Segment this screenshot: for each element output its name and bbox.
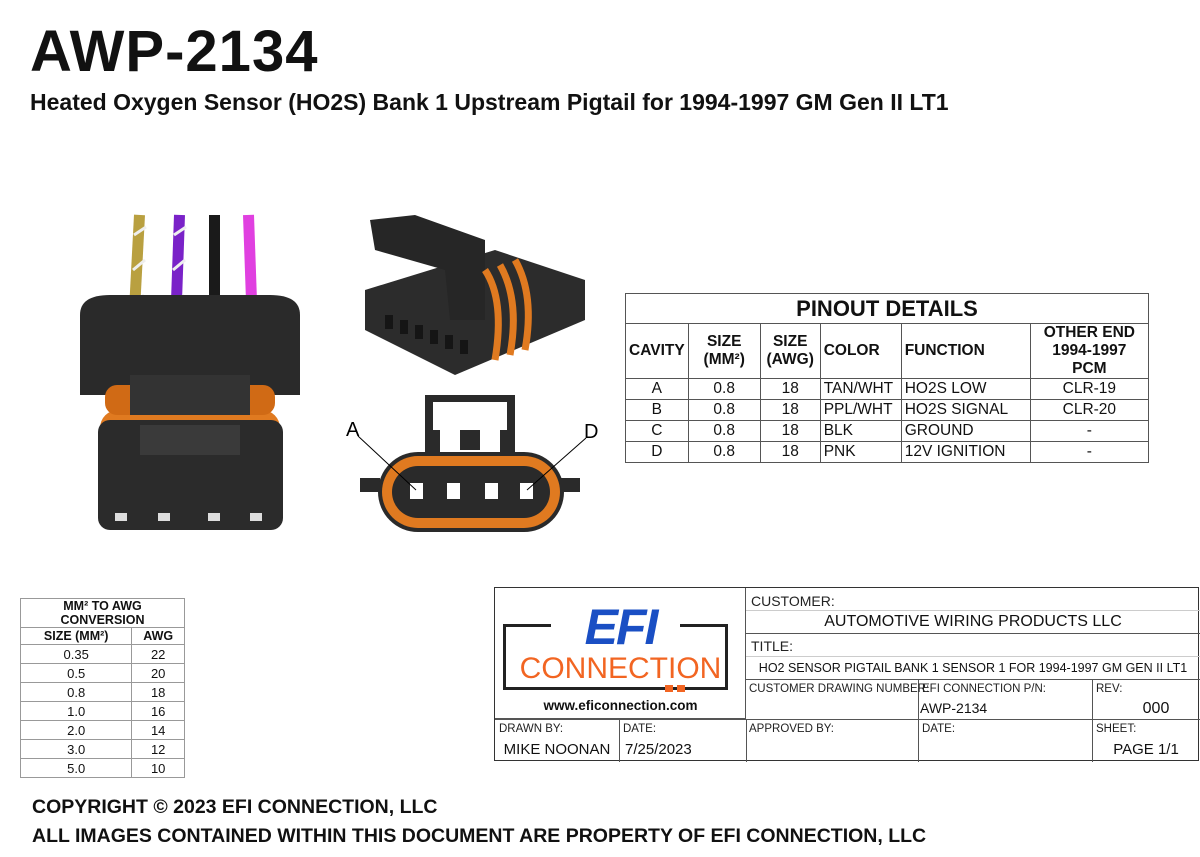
connector-face-image: A D xyxy=(346,395,598,532)
approval-date-label: DATE: xyxy=(922,723,956,735)
subtitle: Heated Oxygen Sensor (HO2S) Bank 1 Upstr… xyxy=(30,89,949,115)
cell: 18 xyxy=(131,682,185,702)
cell: PPL/WHT xyxy=(819,399,902,421)
copyright-line: COPYRIGHT © 2023 EFI CONNECTION, LLC xyxy=(32,796,438,818)
cell: 3.0 xyxy=(19,739,133,759)
part-number-title: AWP-2134 xyxy=(30,19,319,84)
customer-drawing-label: CUSTOMER DRAWING NUMBER: xyxy=(749,683,930,695)
cell: 18 xyxy=(759,399,821,421)
cell: 1.0 xyxy=(19,701,133,721)
cell: - xyxy=(1029,420,1150,442)
rev-label: REV: xyxy=(1096,683,1123,695)
col-other-end: OTHER END 1994-1997 PCM xyxy=(1029,323,1150,379)
property-notice: ALL IMAGES CONTAINED WITHIN THIS DOCUMEN… xyxy=(32,825,927,847)
cell: 10 xyxy=(131,758,185,778)
connector-front-image xyxy=(80,214,300,530)
logo-area: EFI CONNECTION www.eficonnection.com xyxy=(495,588,746,719)
title-value: HO2 SENSOR PIGTAIL BANK 1 SENSOR 1 FOR 1… xyxy=(758,661,1188,675)
cell: 0.8 xyxy=(687,420,761,442)
pn-value: AWP-2134 xyxy=(920,700,988,716)
cell: 20 xyxy=(131,663,185,683)
cell: 18 xyxy=(759,441,821,463)
cell: 12 xyxy=(131,739,185,759)
cell: 16 xyxy=(131,701,185,721)
cell: 0.8 xyxy=(19,682,133,702)
cell: 12V IGNITION xyxy=(900,441,1031,463)
col-size-mm: SIZE (MM²) xyxy=(687,323,761,379)
cell: HO2S SIGNAL xyxy=(900,399,1031,421)
cell: PNK xyxy=(819,441,902,463)
cell: 22 xyxy=(131,644,185,664)
cell: 14 xyxy=(131,720,185,740)
col-size: SIZE (MM²) xyxy=(19,627,133,645)
col-awg: AWG xyxy=(131,627,185,645)
cell: 0.5 xyxy=(19,663,133,683)
title-label: TITLE: xyxy=(751,638,794,654)
drawn-by-label: DRAWN BY: xyxy=(499,723,564,735)
col-color: COLOR xyxy=(819,323,902,379)
approved-by-label: APPROVED BY: xyxy=(749,723,835,735)
cell: CLR-20 xyxy=(1029,399,1150,421)
cell: 0.8 xyxy=(687,378,761,400)
logo-efi: EFI xyxy=(584,599,659,655)
cell: 18 xyxy=(759,378,821,400)
customer-label: CUSTOMER: xyxy=(751,593,835,609)
sheet-value: PAGE 1/1 xyxy=(1113,741,1179,758)
customer-value: AUTOMOTIVE WIRING PRODUCTS LLC xyxy=(824,613,1122,630)
cell: D xyxy=(625,441,689,463)
pinout-header-row: CAVITY SIZE (MM²) SIZE (AWG) COLOR FUNCT… xyxy=(625,323,1150,379)
logo-connection: CONNECTION xyxy=(519,652,722,685)
conversion-title: MM² TO AWG CONVERSION xyxy=(20,598,185,628)
connector-iso-image xyxy=(365,215,585,375)
cavity-label-d: D xyxy=(584,421,598,443)
footer: COPYRIGHT © 2023 EFI CONNECTION, LLC ALL… xyxy=(32,793,926,851)
pinout-table: PINOUT DETAILS CAVITY SIZE (MM²) SIZE (A… xyxy=(625,293,1150,463)
cell: 0.8 xyxy=(687,441,761,463)
cell: BLK xyxy=(819,420,902,442)
date-value: 7/25/2023 xyxy=(625,741,692,758)
col-function: FUNCTION xyxy=(900,323,1031,379)
cell: CLR-19 xyxy=(1029,378,1150,400)
col-cavity: CAVITY xyxy=(625,323,689,379)
cell: 2.0 xyxy=(19,720,133,740)
drawn-by-value: MIKE NOONAN xyxy=(503,741,611,758)
cavity-label-a: A xyxy=(346,419,360,441)
conversion-table: MM² TO AWG CONVERSION SIZE (MM²)AWG 0.35… xyxy=(19,598,185,778)
cell: GROUND xyxy=(900,420,1031,442)
pn-label: EFI CONNECTION P/N: xyxy=(922,683,1046,695)
cell: HO2S LOW xyxy=(900,378,1031,400)
cell: TAN/WHT xyxy=(819,378,902,400)
cell: - xyxy=(1029,441,1150,463)
date-label: DATE: xyxy=(623,723,657,735)
title-block: EFI CONNECTION www.eficonnection.com CUS… xyxy=(494,587,1200,762)
col-size-awg: SIZE (AWG) xyxy=(759,323,821,379)
cell: 0.8 xyxy=(687,399,761,421)
cell: C xyxy=(625,420,689,442)
cell: B xyxy=(625,399,689,421)
plug-icon xyxy=(665,685,673,692)
cell: 0.35 xyxy=(19,644,133,664)
cell: A xyxy=(625,378,689,400)
website: www.eficonnection.com xyxy=(543,698,698,713)
cell: 18 xyxy=(759,420,821,442)
cell: 5.0 xyxy=(19,758,133,778)
pinout-title: PINOUT DETAILS xyxy=(625,293,1149,324)
sheet-label: SHEET: xyxy=(1096,723,1137,735)
rev-value: 000 xyxy=(1142,700,1170,717)
